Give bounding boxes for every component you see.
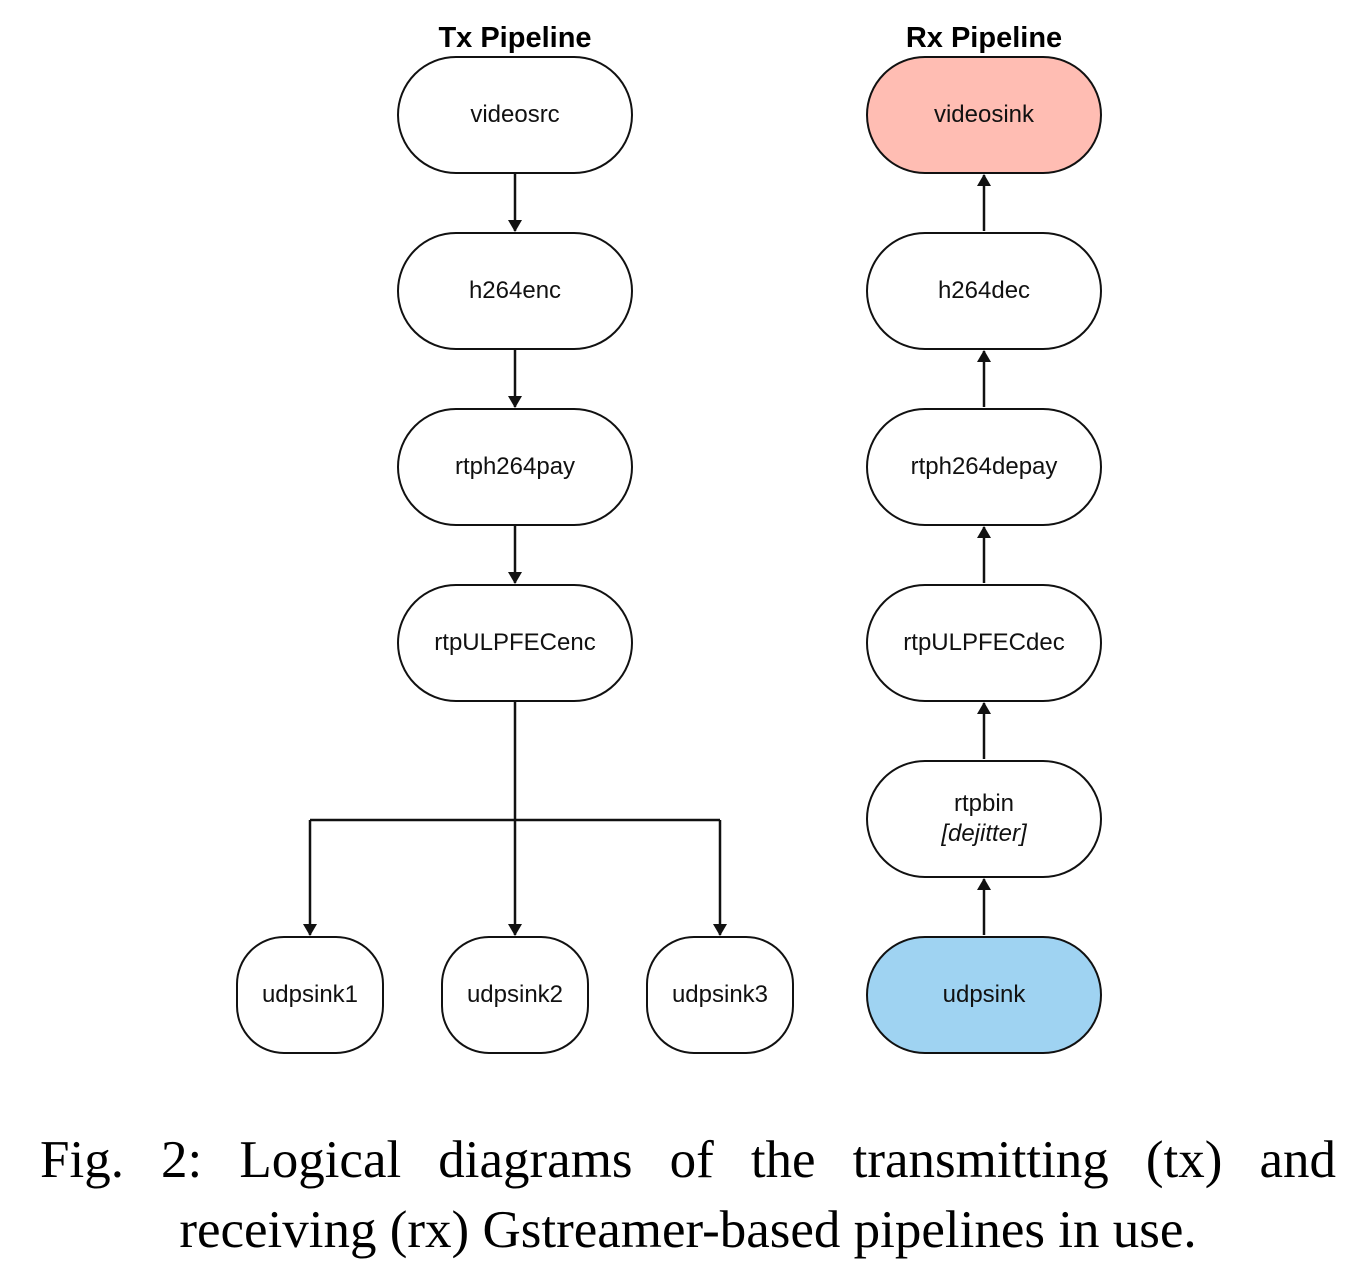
node-label: videosink [933, 101, 1035, 128]
node-label: h264enc [468, 277, 562, 304]
caption-line-1: Fig. 2: Logical diagrams of the transmit… [40, 1131, 1336, 1189]
node-label: udpsink2 [466, 981, 564, 1008]
tx-node-h264enc: h264enc [397, 232, 633, 350]
rx-node-udpsink: udpsink [866, 936, 1102, 1054]
tx-node-rtpulpfecenc: rtpULPFECenc [397, 584, 633, 702]
node-label: rtpULPFECdec [903, 629, 1065, 656]
node-label: videosrc [470, 101, 560, 128]
node-label: rtpbin [953, 790, 1015, 817]
tx-node-udpsink1: udpsink1 [236, 936, 384, 1054]
rx-node-videosink: videosink [866, 56, 1102, 174]
node-label: rtph264depay [910, 453, 1058, 480]
tx-node-udpsink2: udpsink2 [441, 936, 589, 1054]
tx-node-videosrc: videosrc [397, 56, 633, 174]
rx-node-rtph264depay: rtph264depay [866, 408, 1102, 526]
rx-node-rtpbin: rtpbin [dejitter] [866, 760, 1102, 878]
rx-node-rtpulpfecdec: rtpULPFECdec [866, 584, 1102, 702]
node-label: rtpULPFECenc [434, 629, 596, 656]
tx-node-udpsink3: udpsink3 [646, 936, 794, 1054]
node-sublabel: [dejitter] [941, 820, 1027, 847]
rx-pipeline-title: Rx Pipeline [905, 22, 1063, 54]
rx-node-h264dec: h264dec [866, 232, 1102, 350]
figure-caption: Fig. 2: Logical diagrams of the transmit… [40, 1125, 1336, 1265]
caption-line-2: receiving (rx) Gstreamer-based pipelines… [179, 1201, 1197, 1259]
node-label: udpsink1 [261, 981, 359, 1008]
node-label: h264dec [937, 277, 1031, 304]
node-label: udpsink [942, 981, 1026, 1008]
node-label: rtph264pay [454, 453, 576, 480]
tx-pipeline-title: Tx Pipeline [438, 22, 592, 54]
tx-node-rtph264pay: rtph264pay [397, 408, 633, 526]
node-label: udpsink3 [671, 981, 769, 1008]
